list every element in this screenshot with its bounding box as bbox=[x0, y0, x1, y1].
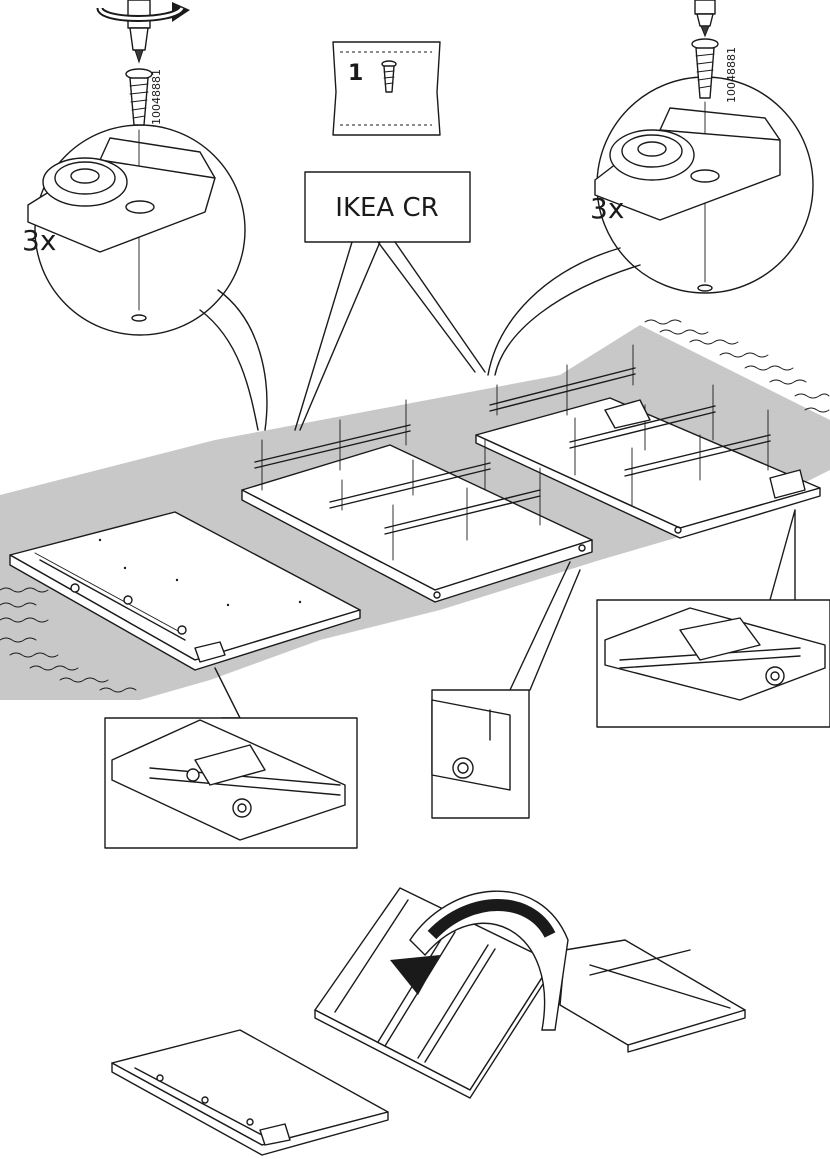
screwdriver-icon bbox=[694, 0, 716, 38]
surface-fringe bbox=[0, 319, 830, 693]
quantity-right: 3x bbox=[590, 192, 624, 225]
part-number-right: 10048881 bbox=[725, 47, 738, 103]
detail-left: 10048881 3x bbox=[22, 0, 268, 431]
rails-right bbox=[489, 344, 771, 506]
screwdriver-icon bbox=[127, 0, 151, 64]
part-number-left: 10048881 bbox=[150, 69, 163, 125]
detail-box-edge bbox=[431, 561, 581, 819]
rails-middle bbox=[254, 399, 541, 561]
bag-screw-icon bbox=[381, 60, 397, 93]
furniture-foot-left bbox=[27, 137, 216, 253]
bag-count: 1 bbox=[348, 61, 363, 86]
panel-middle bbox=[241, 444, 593, 603]
furniture-foot-right bbox=[594, 107, 781, 221]
rotate-arrow-icon bbox=[96, 2, 190, 22]
screw-icon bbox=[125, 68, 153, 322]
flip-arrow-icon bbox=[390, 890, 569, 1031]
callout-box: IKEA CR bbox=[294, 171, 486, 431]
panel-bottom-right bbox=[559, 939, 746, 1053]
leader-left bbox=[217, 289, 268, 431]
panel-bottom-left bbox=[111, 1029, 389, 1156]
quantity-left: 3x bbox=[22, 224, 56, 257]
detail-right: 10048881 3x bbox=[487, 0, 814, 376]
detail-box-hinge-right bbox=[596, 509, 830, 728]
callout-text: IKEA CR bbox=[335, 193, 438, 223]
panel-left bbox=[9, 511, 361, 671]
leader-right bbox=[494, 264, 641, 376]
detail-box-hinge-left bbox=[104, 667, 358, 849]
hardware-bag-icon: 1 bbox=[332, 41, 441, 136]
panel-right bbox=[475, 397, 821, 539]
